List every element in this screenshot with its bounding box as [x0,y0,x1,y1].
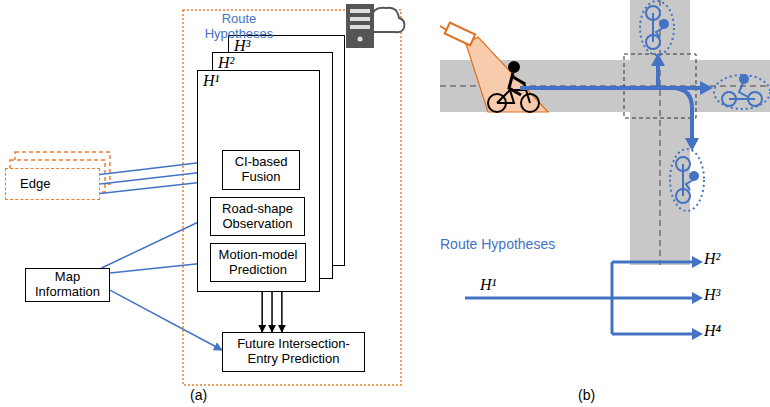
flow-arrow [102,217,211,269]
road-map [440,0,770,265]
panel-label: (b) [578,387,595,403]
node-text: Future Intersection-Entry Prediction [226,337,361,367]
map-box: Map Information [25,268,110,302]
process-box: Motion-model Prediction [210,243,306,282]
flow-arrow [281,292,283,332]
node-text: H¹ [203,72,219,90]
hypothesis-label: H² [704,250,720,268]
predicted-cyclist [640,1,770,211]
flow-arrow [271,292,273,332]
group-label: Route Hypotheses [440,236,555,252]
server-boundary [183,10,401,385]
node-text: Motion-model Prediction [214,248,302,278]
flow-arrow [110,263,210,274]
process-box: CI-based Fusion [222,150,300,190]
group-label: Route Hypotheses [198,12,280,42]
camera-symbol [440,23,548,112]
route-arrow [520,53,713,151]
process-box: Road-shape Observation [210,197,305,236]
node-text: CI-based Fusion [226,155,296,185]
node-text: Road-shape Observation [214,202,301,232]
edge-source-box: Edge [5,168,100,200]
panel-label: (a) [190,387,207,403]
server-icon [346,4,404,48]
node-text: Edge [20,177,50,192]
hypothesis-box: H¹ CI-based FusionRoad-shape ObservationM… [197,70,320,292]
hypothesis-label: H³ [704,286,720,304]
node-text: Map Information [29,270,106,300]
hypothesis-label: H⁴ [704,322,721,340]
flow-arrow [261,292,263,332]
flow-arrow [110,290,222,350]
hypothesis-label: H¹ [480,276,496,294]
hypothesis-tree [465,256,703,340]
process-box: Future Intersection-Entry Prediction [222,332,365,372]
